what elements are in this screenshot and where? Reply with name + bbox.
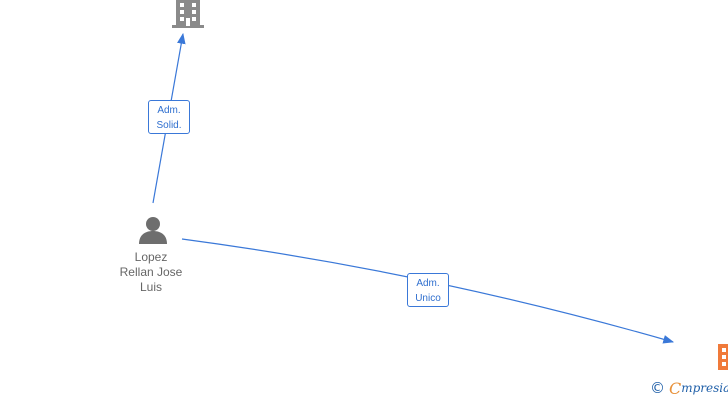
person-icon (139, 217, 167, 244)
edge-label-line-1: Adm. (416, 278, 440, 289)
edge-label-adm-unico[interactable]: Adm. Unico (407, 273, 449, 307)
person-name-line-1: Lopez (134, 250, 168, 264)
company-node-right[interactable] (716, 344, 728, 372)
edge-label-line-1: Adm. (157, 105, 181, 116)
building-icon (172, 0, 204, 28)
building-icon (718, 344, 728, 370)
brand-initial: C (669, 378, 682, 398)
edge-label-adm-solid[interactable]: Adm. Solid. (148, 100, 190, 134)
copyright-icon: © (650, 379, 665, 397)
person-name-line-2: Rellan Jose (119, 265, 183, 279)
empresia-watermark: © C mpresia (650, 378, 728, 398)
company-node-top[interactable] (172, 0, 204, 28)
edge-label-line-2: Solid. (156, 120, 182, 131)
person-node[interactable] (137, 215, 169, 245)
edge-label-line-2: Unico (415, 293, 441, 304)
person-name-line-3: Luis (139, 280, 162, 294)
person-name-label[interactable]: Lopez Rellan Jose Luis (96, 250, 206, 295)
brand-name: mpresia (681, 381, 728, 395)
